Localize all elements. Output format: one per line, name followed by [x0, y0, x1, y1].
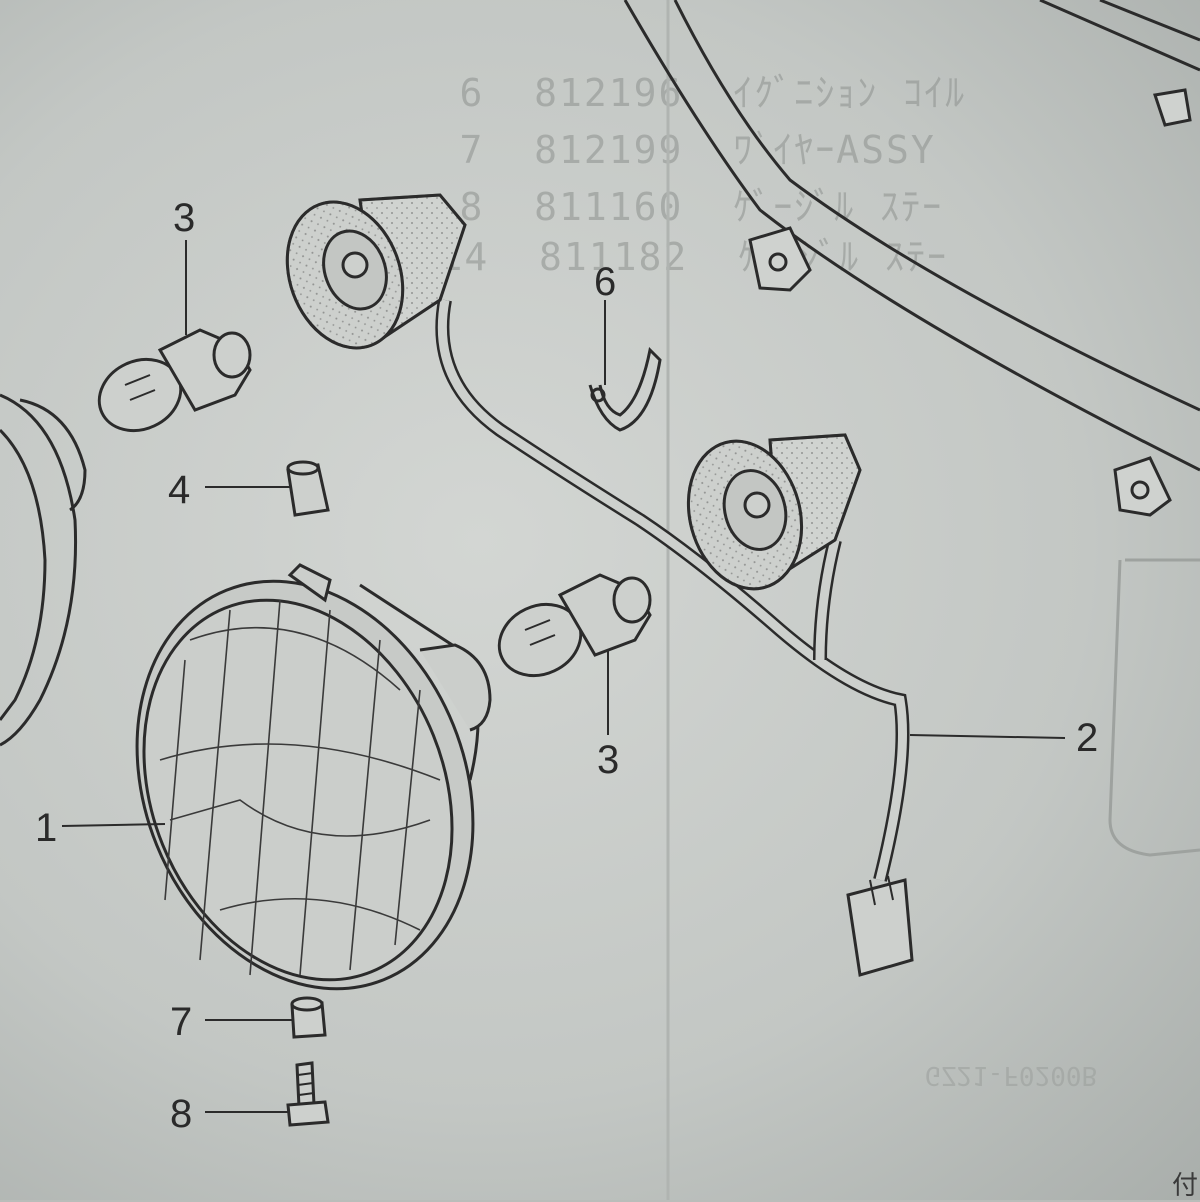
headlight-unit — [135, 563, 492, 991]
frame-bracket-b — [1113, 456, 1172, 517]
callout-8: 8 — [170, 1092, 193, 1136]
callout-7: 7 — [170, 1000, 193, 1044]
bleed-row-6: 6 812196 ｲｸﾞﾆｼｮﾝ ｺｲﾙ — [459, 71, 967, 115]
callout-4: 4 — [168, 468, 191, 512]
callout-2: 2 — [1076, 716, 1099, 760]
bleed-row-8: 8 811160 ｹﾞｰｼﾞﾙ ｽﾃｰ — [459, 185, 944, 229]
corner-glyph: 付 — [1172, 1171, 1199, 1201]
callout-3-top: 3 — [173, 196, 196, 240]
bulb-top — [97, 328, 252, 433]
wire-clamp — [588, 346, 662, 432]
callout-3-mid: 3 — [597, 738, 620, 782]
callout-1: 1 — [35, 806, 58, 850]
grommet — [286, 460, 330, 517]
diagram-code: GZ21-F0200B — [925, 1060, 1098, 1090]
faint-outline — [1108, 558, 1200, 857]
socket-harness — [285, 193, 914, 977]
callout-6: 6 — [594, 260, 617, 304]
frame-tube — [623, 0, 1200, 472]
headlight-partial — [0, 393, 87, 747]
frame-bracket-c — [1153, 88, 1192, 127]
bleed-row-7: 7 812199 ﾜﾞｲﾔｰASSY — [459, 128, 936, 172]
bulb-mid — [497, 573, 652, 678]
nut — [290, 996, 327, 1039]
leader-lines — [61, 240, 1066, 1113]
frame-bracket-a — [748, 226, 812, 292]
screw — [286, 1061, 330, 1127]
